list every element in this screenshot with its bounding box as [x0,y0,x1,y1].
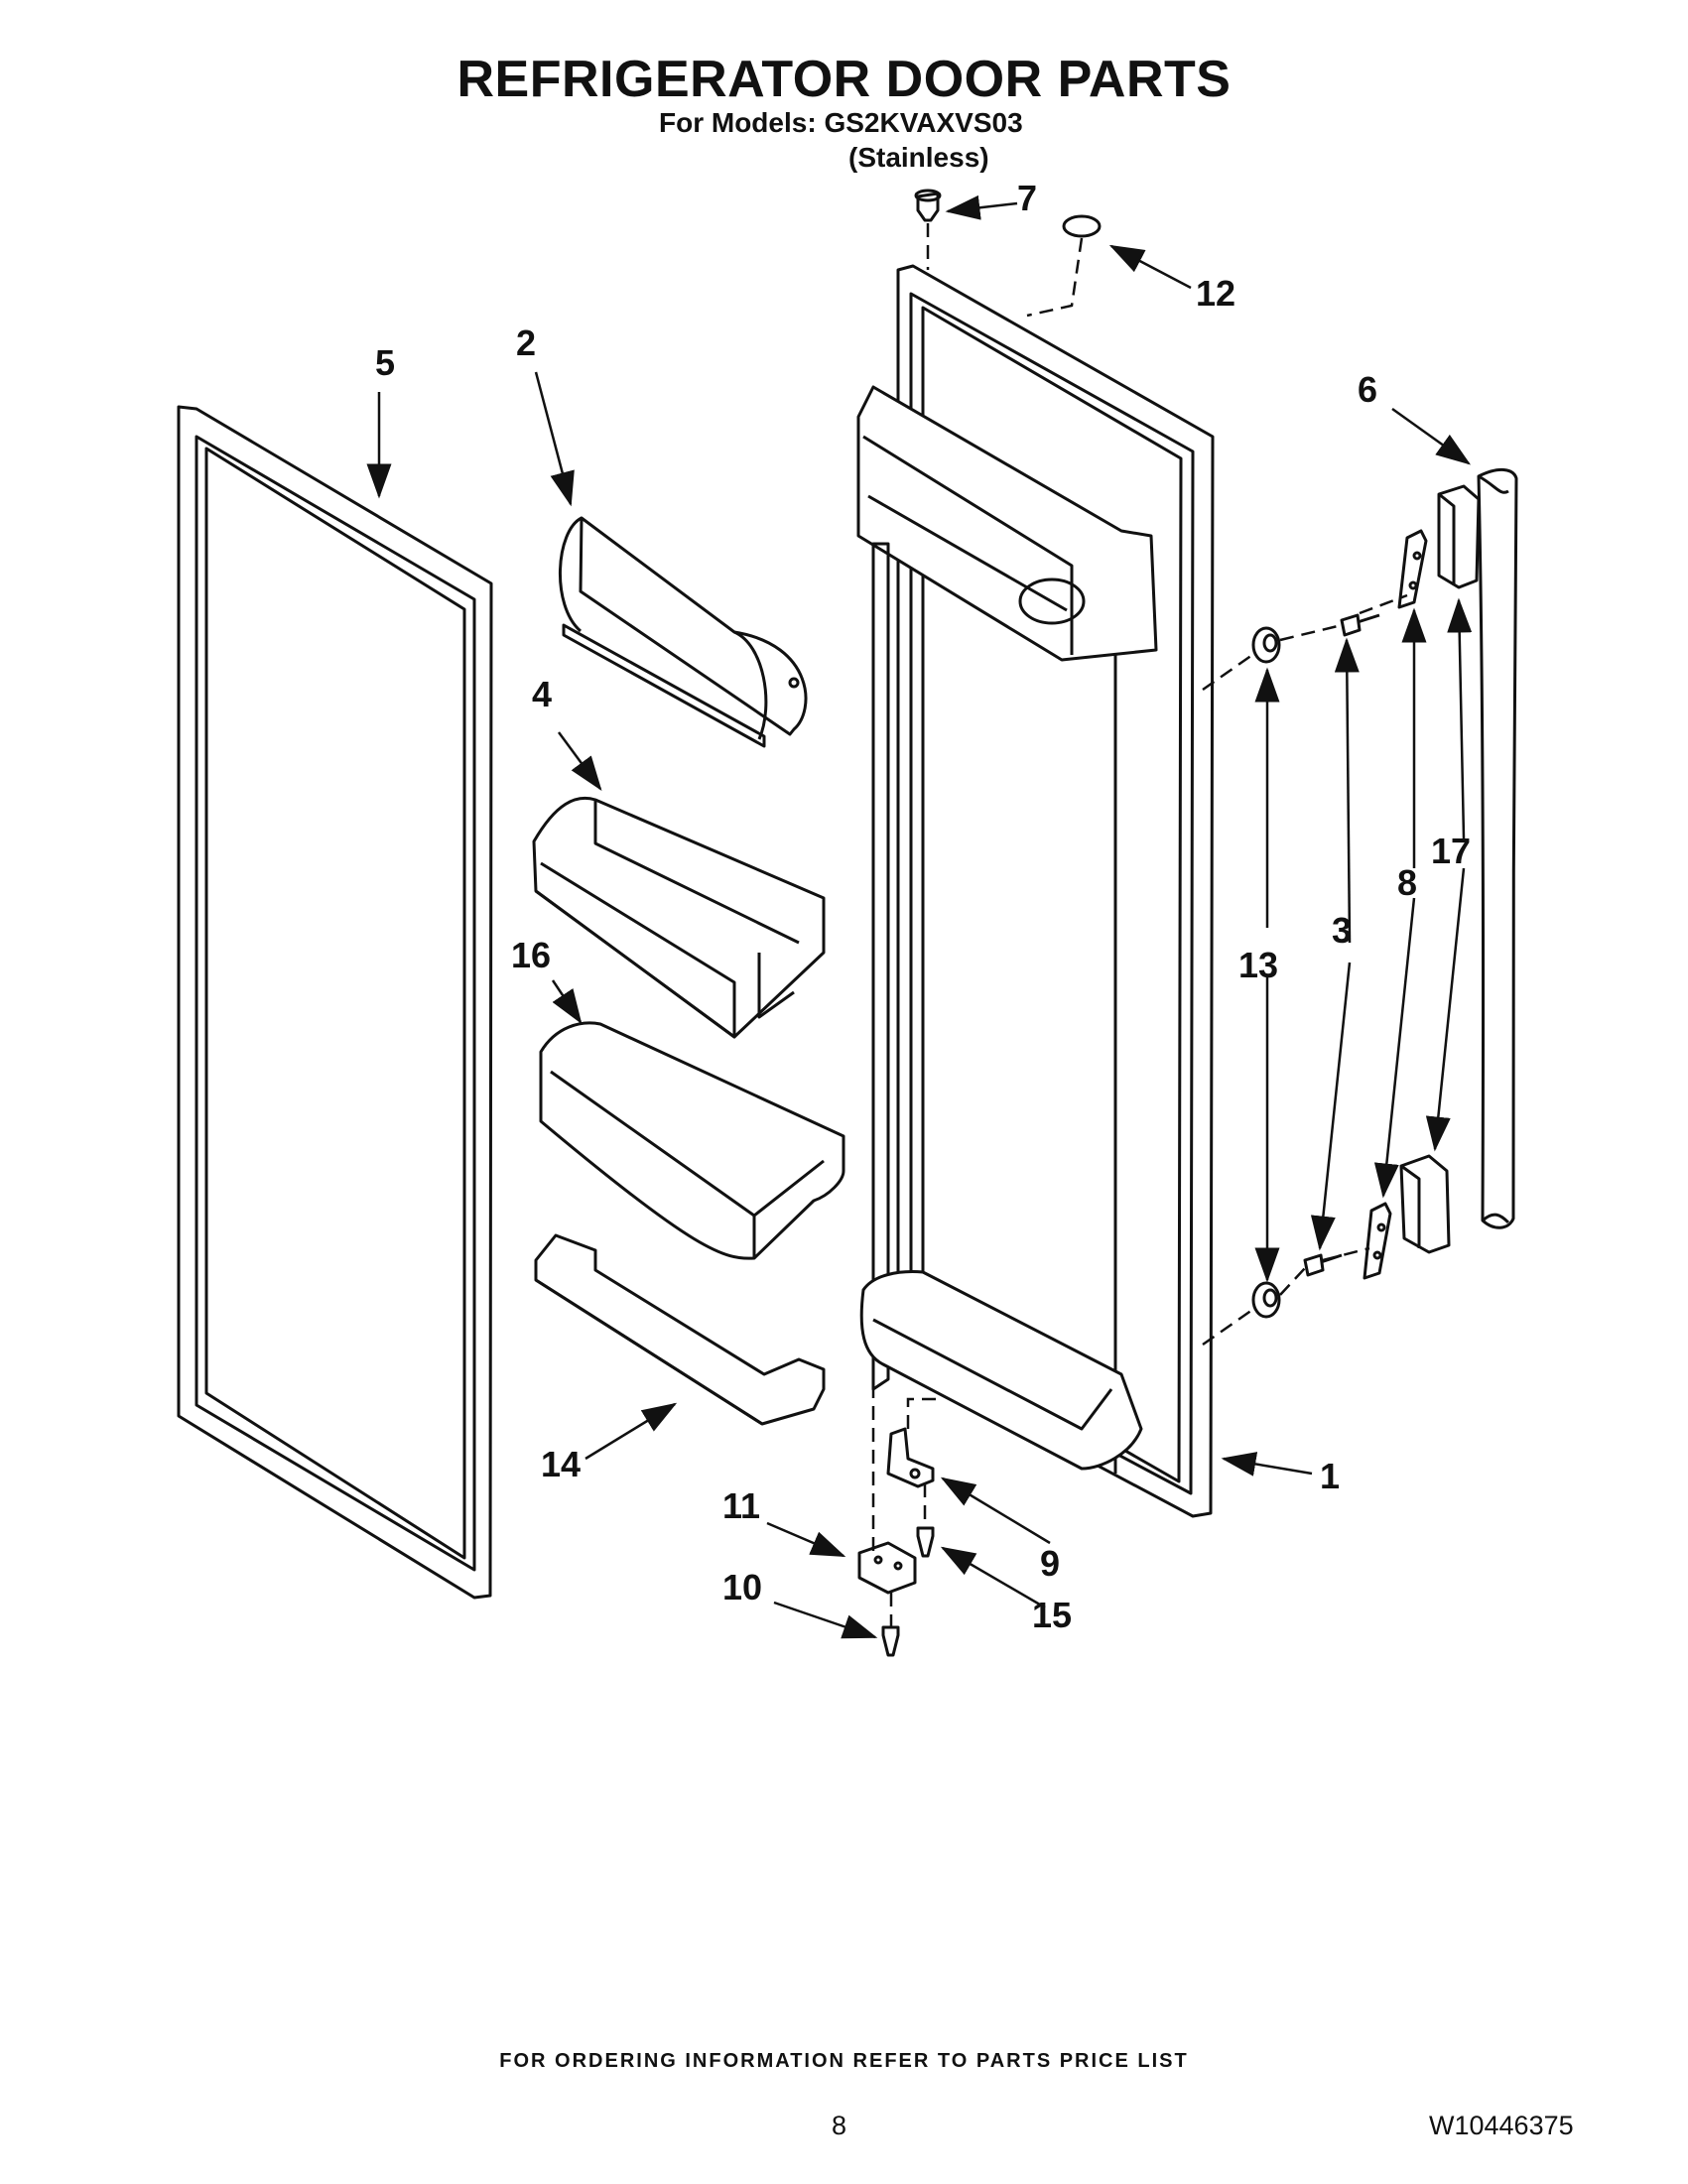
hinge-block-screw-part [881,1625,900,1657]
spacer-lower-part [1251,1281,1281,1319]
shelf-riser-part [534,1233,826,1426]
handle-bracket-upper-part [1437,484,1481,589]
hinge-block-part [857,1541,917,1595]
callout-11: 11 [722,1485,760,1526]
screw-lower-part [1303,1253,1343,1277]
callout-2: 2 [516,322,536,363]
callout-12: 12 [1196,273,1235,314]
handle-stud-lower-part [1363,1202,1392,1280]
handle-bracket-lower-part [1399,1154,1451,1254]
callout-leaders [366,194,1473,1639]
callout-16: 16 [511,935,551,975]
door-bin-part [532,796,826,1039]
door-bin-lower-part [539,1021,845,1260]
page-title: REFRIGERATOR DOOR PARTS [456,51,1232,108]
callout-8: 8 [1397,862,1417,903]
callout-labels: 1 2 3 4 5 6 7 8 9 10 11 12 13 14 15 16 1… [375,178,1471,1635]
callout-6: 6 [1358,369,1377,410]
callout-10: 10 [722,1567,762,1607]
plug-ring-part [1062,214,1102,238]
callout-5: 5 [375,342,395,383]
callout-17: 17 [1431,831,1471,871]
dairy-compartment-part [559,516,808,748]
callout-1: 1 [1320,1456,1340,1496]
hinge-screw-part [916,1526,935,1558]
spacer-upper-part [1251,626,1281,664]
callout-13: 13 [1238,945,1278,985]
door-gasket-part [177,405,493,1600]
document-number: W10446375 [1429,2111,1574,2140]
ordering-note: FOR ORDERING INFORMATION REFER TO PARTS … [499,2050,1189,2072]
callout-7: 7 [1017,178,1037,218]
hinge-bracket-part [886,1427,935,1488]
plug-part [914,189,942,222]
handle-stud-upper-part [1397,529,1428,609]
door-liner-part [856,264,1215,1518]
screw-upper-part [1340,613,1380,637]
model-variant: (Stainless) [848,142,989,173]
door-handle-part [1477,468,1518,1229]
callout-9: 9 [1040,1543,1060,1584]
callout-3: 3 [1332,910,1352,951]
assembly-lines [871,223,1408,1627]
models-line: For Models: GS2KVAXVS03 [659,107,1023,138]
callout-15: 15 [1032,1595,1072,1635]
page-number: 8 [832,2111,847,2140]
callout-4: 4 [532,674,552,714]
callout-14: 14 [541,1444,581,1484]
